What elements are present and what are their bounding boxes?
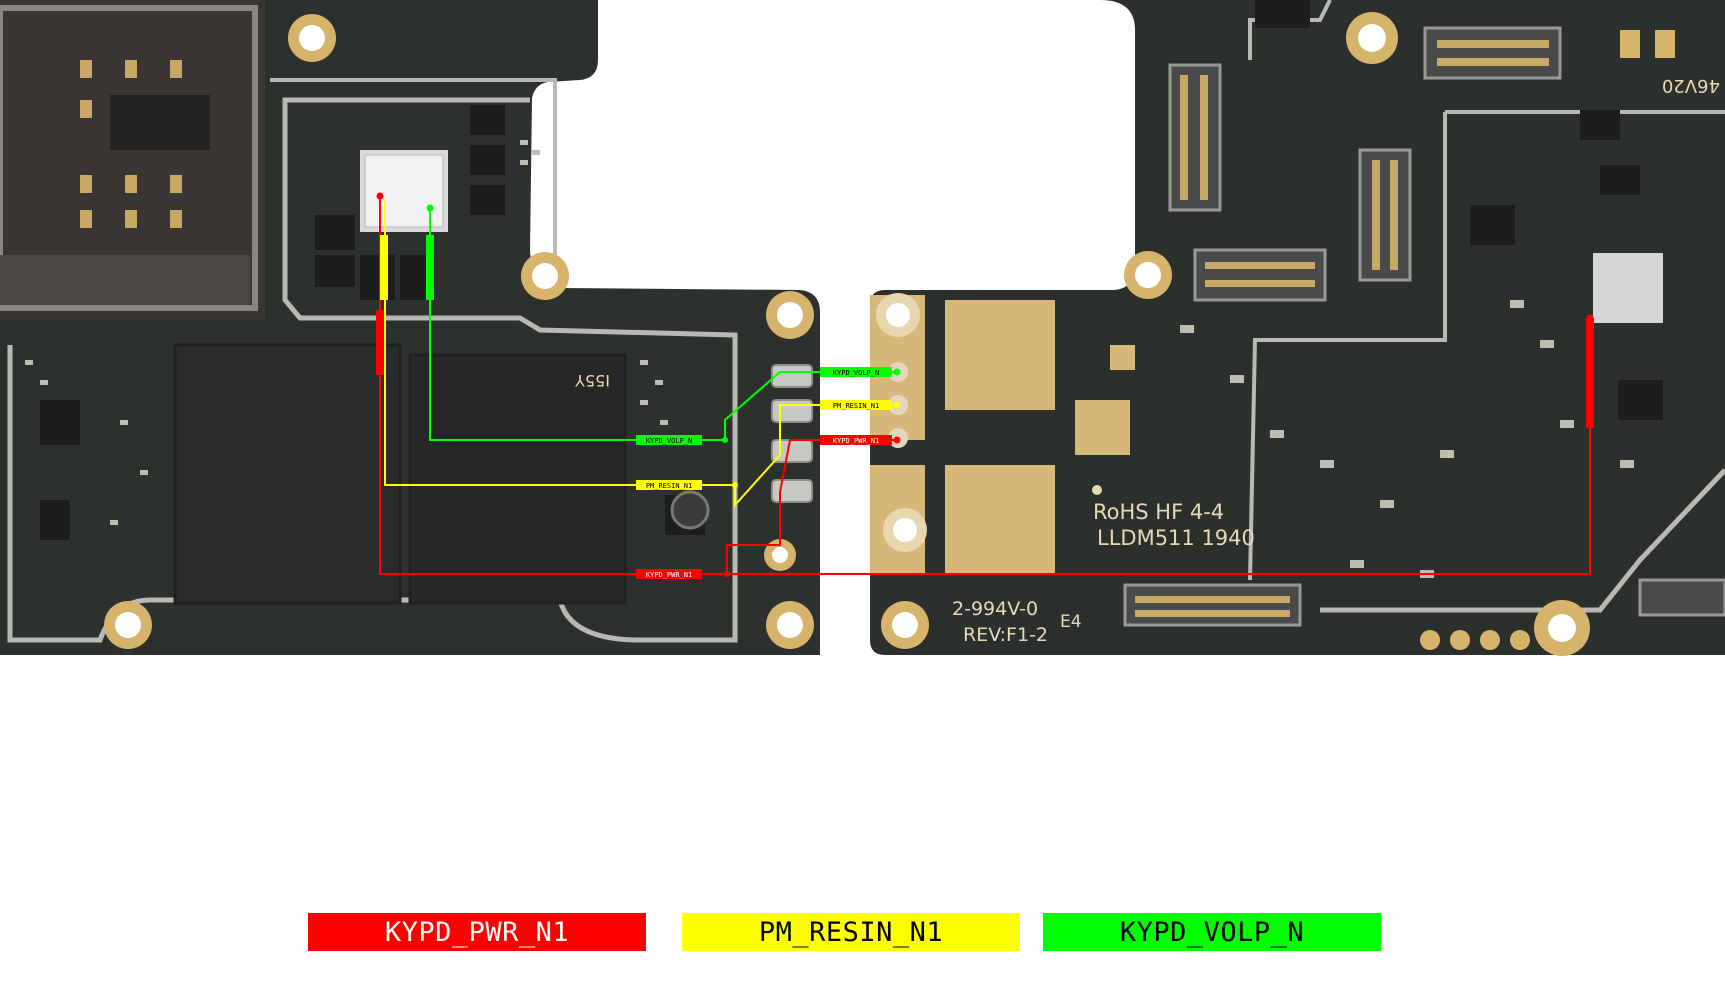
label-bar-volp-right [820, 367, 892, 377]
label-resin-right: PM_RESIN_N1 [833, 402, 879, 410]
silk-rev: REV:F1-2 [963, 624, 1048, 646]
soc-chip [173, 343, 402, 605]
label-bar-pwr-right [820, 435, 892, 445]
left-board: I55Y [0, 0, 820, 655]
memory-chip [408, 353, 627, 605]
bga-chip-right [1593, 253, 1663, 323]
label-volp-left: KYPD_VOLP_N [646, 437, 692, 445]
legend-kypd-pwr: KYPD_PWR_N1 [308, 913, 646, 951]
mount-holes-right [876, 12, 1590, 656]
silk-partno: 2-994V-0 [952, 598, 1038, 620]
pin-dots [376, 192, 1594, 577]
label-bar-resin-right [820, 400, 892, 410]
label-bar-volp-left [636, 435, 702, 445]
right-board: RoHS HF 4-4 LLDM511 1940 2-994V-0 REV:F1… [870, 0, 1725, 656]
inline-labels: KYPD_VOLP_N PM_RESIN_N1 KYPD_PWR_N1 KYPD… [636, 367, 892, 579]
silk-rohs: RoHS HF 4-4 [1093, 500, 1224, 524]
label-resin-left: PM_RESIN_N1 [646, 482, 692, 490]
trace-strips [376, 235, 1594, 428]
silk-e4: E4 [1060, 612, 1082, 632]
trace-pwr [379, 196, 897, 575]
legend-kypd-volp: KYPD_VOLP_N [1043, 913, 1381, 951]
legend-pm-resin: PM_RESIN_N1 [682, 913, 1020, 951]
mount-holes-left [104, 14, 814, 649]
silk-lldm: LLDM511 1940 [1097, 526, 1255, 550]
board-connectors [1123, 26, 1725, 627]
label-volp-right: KYPD_VOLP_N [833, 369, 879, 377]
label-bar-pwr-left [636, 569, 702, 579]
label-pwr-left: KYPD_PWR_N1 [646, 571, 692, 579]
label-pwr-right: KYPD_PWR_N1 [833, 437, 879, 445]
chip-mark-a: I55Y [575, 371, 610, 390]
silk-46v20: 46V20 [1662, 75, 1720, 96]
trace-resin [384, 200, 897, 508]
label-bar-resin-left [636, 480, 702, 490]
